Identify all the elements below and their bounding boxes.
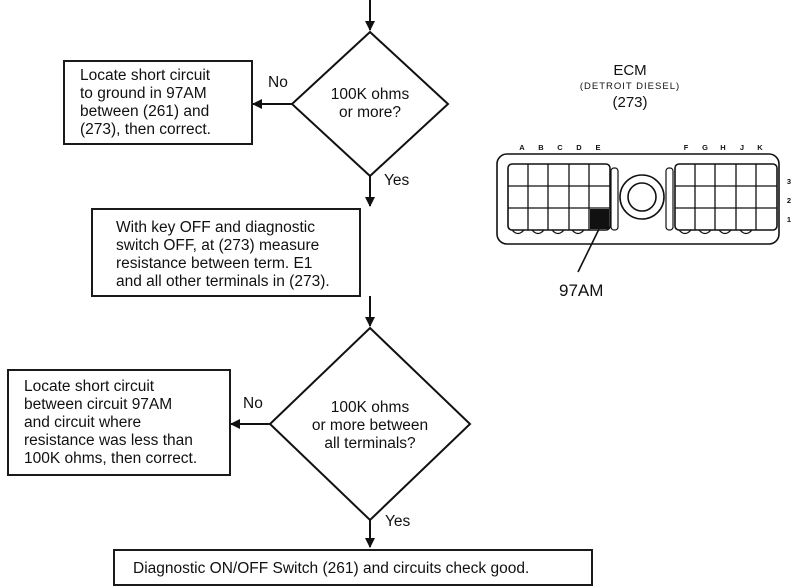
box3-line: and circuit where: [24, 414, 142, 431]
locate-short-between-box: Locate short circuit between circuit 97A…: [7, 369, 231, 476]
connector-letter-e: E: [595, 143, 600, 152]
connector-row-1: 1: [787, 215, 791, 224]
ecm-connector: [496, 153, 780, 273]
connector-row-2: 2: [787, 196, 791, 205]
box3-line: between circuit 97AM: [24, 396, 173, 413]
callout-leader: [577, 228, 600, 273]
connector-letter-g: G: [702, 143, 708, 152]
callout-97am: 97AM: [559, 281, 604, 300]
ecm-subtitle: (DETROIT DIESEL): [579, 81, 681, 92]
box3-line: resistance was less than: [24, 432, 193, 449]
box2-line: switch OFF, at (273) measure: [116, 237, 320, 254]
decision1-text: 100K ohms or more?: [310, 86, 430, 122]
box1-line: between (261) and: [80, 103, 210, 120]
decision2-line: all terminals?: [324, 435, 416, 452]
connector-letter-j: J: [740, 143, 744, 152]
box1-line: Locate short circuit: [80, 67, 211, 84]
locate-short-ground-box: Locate short circuit to ground in 97AM b…: [63, 60, 253, 145]
box2-line: resistance between term. E1: [116, 255, 313, 272]
box1-line: to ground in 97AM: [80, 85, 207, 102]
decision2-line: 100K ohms: [330, 399, 410, 416]
box2-line: With key OFF and diagnostic: [116, 219, 315, 236]
decision1-line: or more?: [338, 104, 402, 121]
connector-letter-d: D: [576, 143, 582, 152]
decision2-text: 100K ohms or more between all terminals?: [290, 399, 450, 453]
ecm-title: ECM: [613, 62, 647, 79]
decision2-line: or more between: [311, 417, 429, 434]
decision1-no-label: No: [268, 74, 288, 91]
terminal-e1: [590, 209, 609, 229]
connector-row-3: 3: [787, 177, 791, 186]
connector-letters: A B C D E F G H J K 3 2 1: [519, 143, 791, 224]
ecm-ref: (273): [612, 94, 648, 111]
box3-line: 100K ohms, then correct.: [24, 450, 198, 467]
measure-resistance-box: With key OFF and diagnostic switch OFF, …: [91, 208, 361, 297]
connector-letter-c: C: [557, 143, 563, 152]
box1-line: (273), then correct.: [80, 121, 211, 138]
decision2-yes-label: Yes: [385, 513, 411, 530]
decision1-yes-label: Yes: [384, 172, 410, 189]
box3-line: Locate short circuit: [24, 378, 155, 395]
final-result-box: Diagnostic ON/OFF Switch (261) and circu…: [113, 549, 593, 586]
connector-letter-f: F: [684, 143, 689, 152]
box2-line: and all other terminals in (273).: [116, 273, 330, 290]
connector-letter-a: A: [519, 143, 525, 152]
connector-letter-b: B: [538, 143, 544, 152]
decision2-no-label: No: [243, 395, 263, 412]
connector-letter-k: K: [757, 143, 763, 152]
connector-letter-h: H: [720, 143, 725, 152]
final-box-text: Diagnostic ON/OFF Switch (261) and circu…: [133, 560, 530, 577]
decision1-line: 100K ohms: [330, 86, 410, 103]
